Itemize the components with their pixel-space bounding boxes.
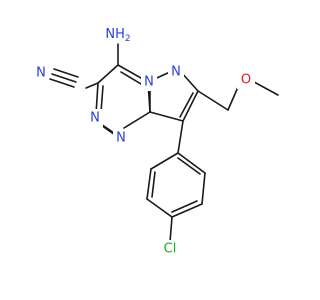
bond (201, 172, 206, 205)
bond (253, 81, 279, 96)
bridgehead-n-label: N (144, 75, 154, 90)
label-background (33, 64, 49, 82)
nitrile-n-label: N (36, 66, 46, 81)
bond (151, 171, 156, 198)
nh2-label: NH2 (105, 27, 130, 45)
label-background (141, 73, 157, 91)
bond (146, 168, 152, 200)
bond (227, 86, 239, 111)
bond (171, 203, 203, 218)
bond (177, 157, 201, 175)
bond (149, 111, 184, 122)
bond (150, 152, 179, 170)
bond (177, 120, 184, 154)
methoxy-o-label: O (241, 73, 251, 88)
bond (169, 216, 173, 243)
bond (197, 90, 229, 111)
label-background (158, 240, 182, 258)
bond (97, 64, 119, 84)
atom-label-layer: NH2 N N N N N O Cl (33, 26, 255, 258)
bond (95, 82, 99, 115)
label-background (168, 63, 184, 81)
structure-canvas: NH2 N N N N N O Cl (33, 26, 279, 258)
pyrazole-n-label: N (171, 65, 181, 80)
label-background (237, 71, 255, 89)
label-background (87, 109, 103, 127)
bond (179, 92, 194, 118)
bond (100, 124, 116, 136)
triazine-n-label: N (116, 131, 126, 146)
triazine-n-label: N (90, 111, 100, 126)
nitrile-bond (51, 73, 77, 83)
chlorine-label: Cl (164, 242, 177, 257)
bond (85, 82, 99, 89)
bond (182, 90, 199, 122)
bond (100, 85, 104, 113)
bond (146, 198, 173, 218)
bond (177, 152, 206, 174)
bond (171, 200, 198, 213)
nitrile-bond (49, 78, 75, 88)
nitrile-bond (53, 68, 79, 78)
bond (123, 111, 151, 129)
label-background (106, 26, 132, 42)
label-background (113, 129, 129, 147)
